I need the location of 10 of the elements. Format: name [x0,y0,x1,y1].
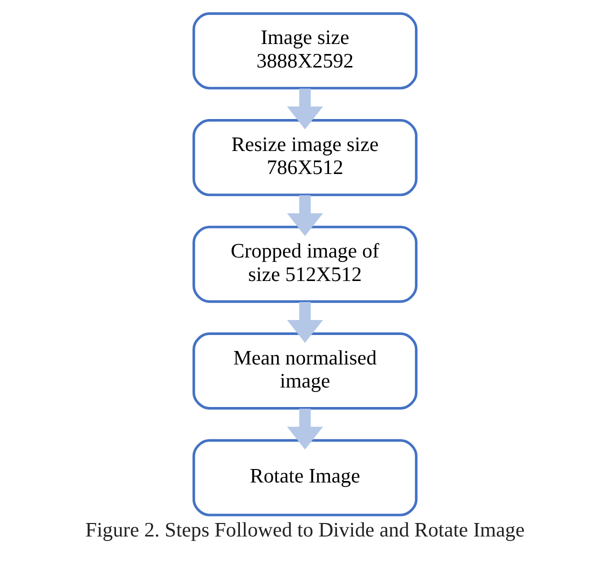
arrow [286,408,322,450]
arrow [286,302,322,343]
node-box: Rotate Image [192,439,417,516]
node-box: Mean normalised image [192,332,417,410]
node-box: Resize image size 786X512 [192,119,417,196]
node-box: Cropped image of size 512X512 [192,226,417,303]
arrow [286,88,322,130]
caption: Figure 2. Steps Followed to Divide and Rotate Image [84,520,524,542]
arrow [286,195,322,236]
node-box: Image size 3888X2592 [192,12,417,90]
